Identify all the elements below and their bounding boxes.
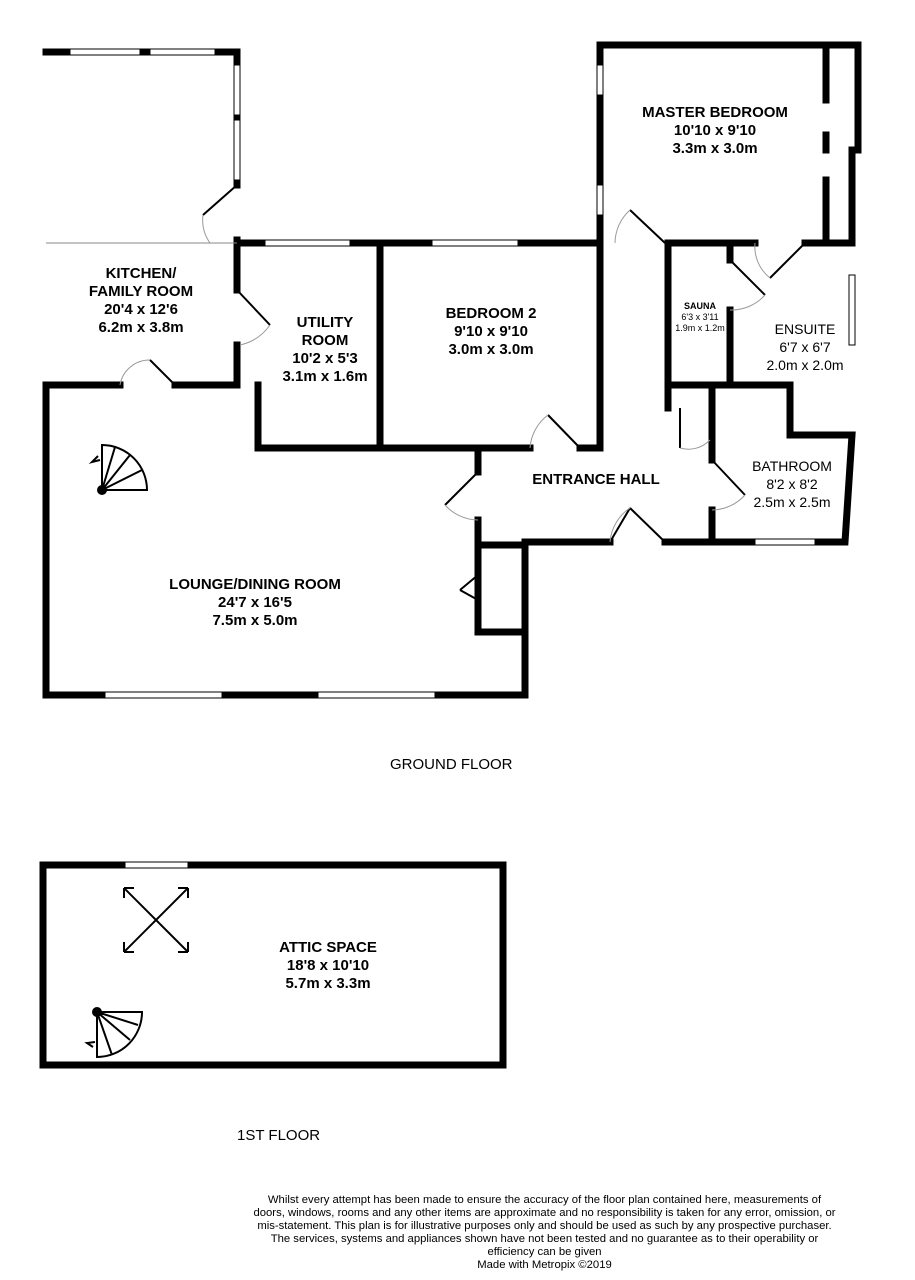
room-label-ensuite: ENSUITE 6'7 x 6'7 2.0m x 2.0m — [766, 320, 843, 374]
room-size-imperial: 10'2 x 5'3 — [292, 350, 358, 367]
room-size-metric: 6.2m x 3.8m — [98, 319, 184, 336]
room-label-master-bedroom: MASTER BEDROOM 10'10 x 9'10 3.3m x 3.0m — [642, 104, 788, 158]
room-size-imperial: 10'10 x 9'10 — [673, 122, 757, 139]
room-size-imperial: 6'3 x 3'11 — [681, 312, 719, 322]
room-label-bathroom: BATHROOM 8'2 x 8'2 2.5m x 2.5m — [752, 457, 832, 511]
room-size-metric: 3.1m x 1.6m — [282, 368, 368, 385]
room-size-metric: 7.5m x 5.0m — [212, 612, 298, 629]
windows — [69, 48, 856, 699]
room-name: BEDROOM 2 — [445, 305, 537, 322]
room-label-lounge: LOUNGE/DINING ROOM 24'7 x 16'5 7.5m x 5.… — [169, 576, 341, 630]
room-name: UTILITY — [296, 314, 354, 331]
disclaimer: Whilst every attempt has been made to en… — [252, 1194, 837, 1272]
credit: Made with Metropix ©2019 — [477, 1259, 612, 1271]
room-size-metric: 5.7m x 3.3m — [285, 975, 371, 992]
attic-spiral-stair-icon — [84, 1007, 144, 1059]
room-size-imperial: 9'10 x 9'10 — [454, 323, 528, 340]
room-name: BATHROOM — [752, 458, 832, 474]
room-name: ATTIC SPACE — [279, 939, 377, 956]
room-name: LOUNGE/DINING ROOM — [169, 576, 341, 593]
room-name: ROOM — [301, 332, 349, 349]
room-label-sauna: SAUNA 6'3 x 3'11 1.9m x 1.2m — [675, 301, 725, 334]
room-name: ENSUITE — [774, 321, 836, 337]
floor-title-first: 1ST FLOOR — [237, 1127, 321, 1144]
room-size-imperial: 20'4 x 12'6 — [104, 301, 178, 318]
spiral-stair-icon — [88, 443, 149, 495]
room-size-imperial: 24'7 x 16'5 — [218, 594, 292, 611]
room-name: KITCHEN/ — [105, 265, 177, 282]
room-label-kitchen: KITCHEN/ FAMILY ROOM 20'4 x 12'6 6.2m x … — [89, 265, 193, 337]
room-name: MASTER BEDROOM — [642, 104, 788, 121]
room-size-metric: 3.0m x 3.0m — [448, 341, 534, 358]
room-size-imperial: 8'2 x 8'2 — [766, 476, 818, 492]
room-size-metric: 3.3m x 3.0m — [672, 140, 758, 157]
room-size-metric: 2.5m x 2.5m — [753, 494, 831, 510]
room-size-metric: 2.0m x 2.0m — [766, 357, 844, 373]
attic-walls — [39, 861, 507, 1069]
room-name: FAMILY ROOM — [88, 283, 194, 300]
room-size-metric: 1.9m x 1.2m — [675, 323, 725, 333]
room-size-imperial: 6'7 x 6'7 — [779, 339, 831, 355]
room-label-utility: UTILITY ROOM 10'2 x 5'3 3.1m x 1.6m — [282, 314, 367, 386]
room-label-entrance-hall: ENTRANCE HALL — [532, 471, 660, 489]
room-size-imperial: 18'8 x 10'10 — [286, 957, 370, 974]
room-name: SAUNA — [683, 301, 716, 311]
disclaimer-text: Whilst every attempt has been made to en… — [253, 1194, 836, 1258]
room-label-bedroom-2: BEDROOM 2 9'10 x 9'10 3.0m x 3.0m — [446, 305, 537, 359]
ground-floor-walls — [42, 41, 862, 699]
room-name: ENTRANCE HALL — [532, 471, 660, 488]
doors — [119, 184, 806, 601]
floor-title-ground: GROUND FLOOR — [390, 756, 513, 773]
room-label-attic: ATTIC SPACE 18'8 x 10'10 5.7m x 3.3m — [279, 939, 377, 993]
skylight-icon — [123, 887, 189, 953]
